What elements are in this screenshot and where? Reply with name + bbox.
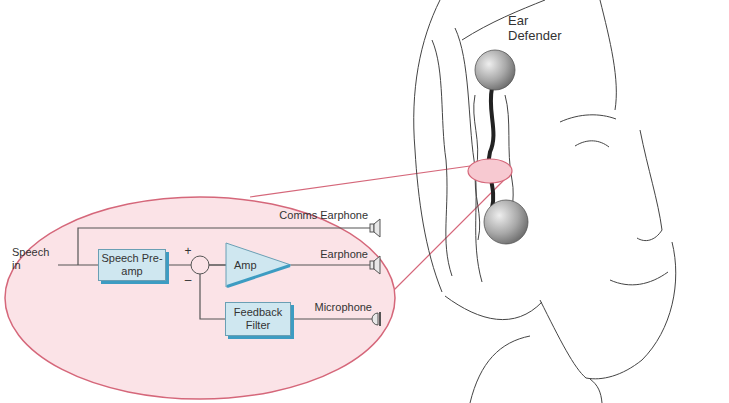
node-text: Feedback Filter — [226, 306, 290, 331]
layout-wires — [58, 228, 372, 319]
amplifier-fill — [226, 243, 291, 287]
signal-label: Speech in — [12, 246, 56, 271]
ear-cup — [475, 50, 515, 90]
preamp-box: Speech Pre-amp — [98, 249, 166, 281]
node-text: Speech Pre-amp — [99, 252, 165, 277]
amplifier-triangle: Amp — [226, 243, 291, 287]
filter-box: Feedback Filter — [225, 302, 291, 336]
part-label: Ear Defender — [508, 14, 578, 44]
microphone-symbol — [372, 312, 380, 326]
part-label: Comms Earphone — [258, 209, 368, 222]
part-label: Microphone — [290, 301, 372, 314]
ear-cup — [484, 200, 528, 244]
ear-canal — [489, 88, 494, 208]
microphone-wire — [291, 318, 372, 319]
summing-junction — [191, 256, 209, 274]
head-drawing — [414, 0, 676, 403]
callout-leader — [250, 166, 470, 197]
sign-label: – — [183, 274, 193, 288]
detail-ellipse — [468, 159, 512, 183]
earphone-wire — [291, 264, 370, 265]
part-label: Earphone — [290, 248, 368, 261]
comms-earphone-symbol — [370, 219, 380, 237]
earphone-symbol — [370, 256, 380, 274]
callout-ellipse — [5, 197, 395, 399]
sign-label: + — [183, 245, 193, 259]
node-text: Amp — [226, 259, 257, 272]
